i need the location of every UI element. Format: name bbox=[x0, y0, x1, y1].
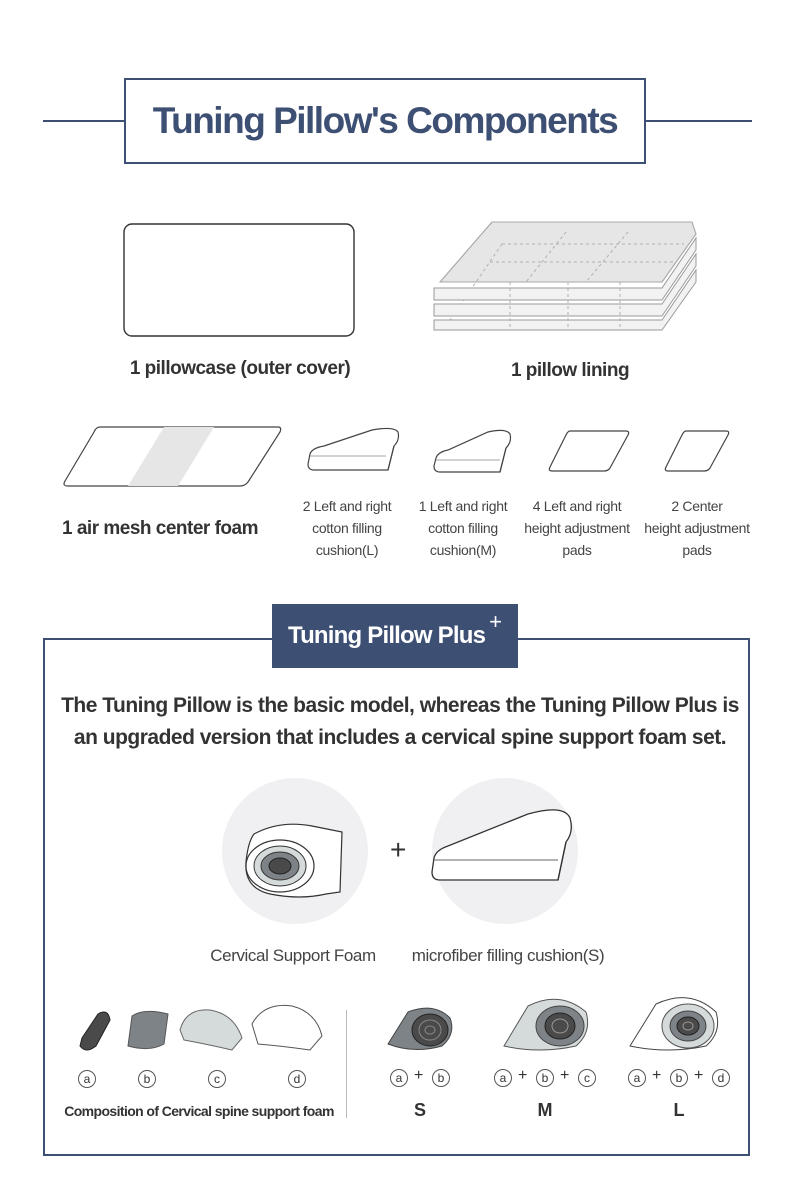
l-letter-b: b bbox=[670, 1069, 688, 1087]
air-mesh-foam-icon bbox=[63, 426, 282, 487]
pillow-lining-icon bbox=[433, 221, 697, 331]
size-l-roll-icon bbox=[629, 997, 719, 1051]
pillow-lining-label: 1 pillow lining bbox=[510, 360, 630, 381]
pillowcase-icon bbox=[123, 223, 355, 337]
plus-section-tag: Tuning Pillow Plus+ bbox=[272, 604, 518, 668]
size-s-label: S bbox=[413, 1100, 426, 1120]
m-op-2: + bbox=[560, 1067, 570, 1084]
title-rule-left bbox=[43, 120, 125, 122]
size-s-roll-icon bbox=[387, 1007, 453, 1050]
s-letter-a: a bbox=[390, 1069, 408, 1087]
title-box: Tuning Pillow's Components bbox=[124, 78, 646, 164]
composition-divider bbox=[346, 1010, 347, 1118]
m-letter-c: c bbox=[578, 1069, 596, 1087]
letter-d: d bbox=[288, 1070, 306, 1088]
size-m-label: M bbox=[537, 1100, 553, 1120]
l-op-1: + bbox=[652, 1067, 662, 1084]
plus-tag-superscript: + bbox=[489, 609, 502, 634]
letter-b: b bbox=[138, 1070, 156, 1088]
foam-c-icon bbox=[179, 1009, 243, 1051]
s-letter-b: b bbox=[432, 1069, 450, 1087]
cervical-foam-roll-icon bbox=[245, 823, 343, 898]
letter-a: a bbox=[78, 1070, 96, 1088]
pillowcase-label: 1 pillowcase (outer cover) bbox=[129, 358, 351, 379]
title-rule-right bbox=[641, 120, 752, 122]
plus-tag-label: Tuning Pillow Plus bbox=[287, 622, 486, 649]
side-pad-icon bbox=[548, 430, 630, 472]
m-letter-a: a bbox=[494, 1069, 512, 1087]
letter-c: c bbox=[208, 1070, 226, 1088]
microfiber-cushion-caption: microfiber filling cushion(S) bbox=[411, 946, 605, 965]
composition-caption: Composition of Cervical spine support fo… bbox=[64, 1103, 334, 1119]
plus-sign: + bbox=[390, 834, 407, 865]
size-l-label: L bbox=[673, 1100, 685, 1120]
air-mesh-foam-label: 1 air mesh center foam bbox=[62, 518, 258, 539]
center-pad-icon bbox=[664, 430, 730, 472]
foam-a-icon bbox=[79, 1011, 111, 1051]
center-pads-label: 2 Center height adjustment pads bbox=[644, 498, 750, 558]
cervical-foam-caption: Cervical Support Foam bbox=[210, 946, 376, 965]
l-letter-d: d bbox=[712, 1069, 730, 1087]
l-letter-a: a bbox=[628, 1069, 646, 1087]
m-op-1: + bbox=[518, 1067, 528, 1084]
cushion-m-icon bbox=[433, 429, 512, 473]
plus-description-line1: The Tuning Pillow is the basic model, wh… bbox=[61, 694, 739, 717]
side-pads-label: 4 Left and right height adjustment pads bbox=[524, 498, 630, 558]
foam-b-icon bbox=[127, 1010, 169, 1050]
plus-description-line2: an upgraded version that includes a cerv… bbox=[73, 726, 727, 749]
cushion-m-label: 1 Left and right cotton filling cushion(… bbox=[418, 498, 508, 558]
page-title: Tuning Pillow's Components bbox=[152, 100, 619, 141]
l-op-2: + bbox=[694, 1067, 704, 1084]
s-op-1: + bbox=[414, 1067, 424, 1084]
foam-d-icon bbox=[251, 1004, 323, 1051]
cushion-l-icon bbox=[307, 427, 400, 471]
m-letter-b: b bbox=[536, 1069, 554, 1087]
size-m-roll-icon bbox=[503, 998, 589, 1051]
cushion-l-label: 2 Left and right cotton filling cushion(… bbox=[302, 498, 392, 558]
microfiber-cushion-icon bbox=[431, 809, 572, 881]
